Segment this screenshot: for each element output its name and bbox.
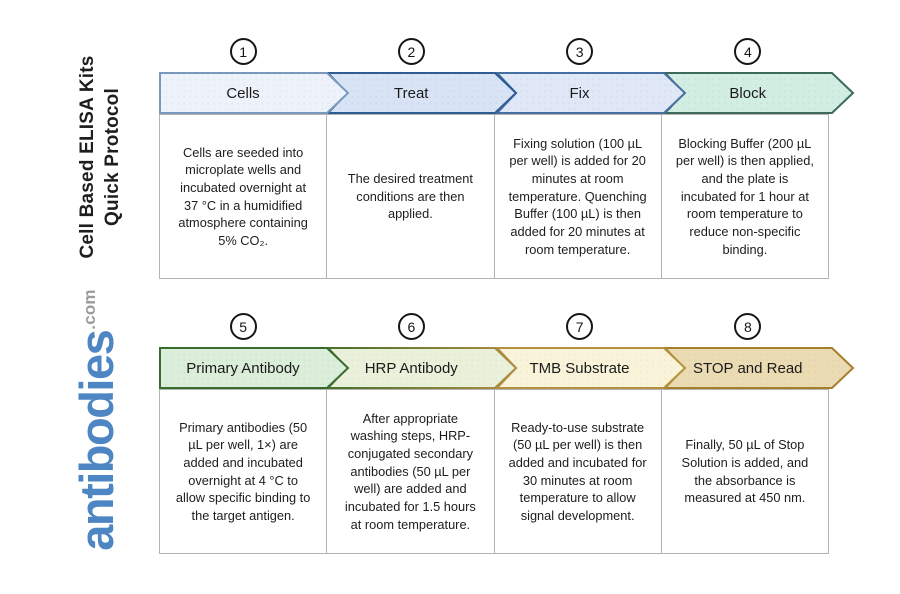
chevron-arrow-icon <box>159 72 350 114</box>
step-arrow-block: Block <box>662 72 855 114</box>
step-number-badge-4: 4 <box>734 38 762 65</box>
chevron-arrow-icon <box>494 347 686 389</box>
step-number-badge-3: 3 <box>566 38 594 65</box>
chevron-arrow-icon <box>662 72 855 114</box>
step-description: Ready-to-use substrate (50 µL per well) … <box>508 419 647 523</box>
chevron-arrow-icon <box>159 347 350 389</box>
antibodies-logo: antibodies .com <box>69 289 123 551</box>
step-description: Blocking Buffer (200 µL per well) is the… <box>675 135 814 257</box>
step-arrow-tmb-substrate: TMB Substrate <box>494 347 686 389</box>
step-number-row-2: 5 6 7 8 <box>159 313 832 340</box>
step-number-row-1: 1 2 3 4 <box>159 38 832 65</box>
step-number-badge-8: 8 <box>734 313 762 340</box>
step-description: The desired treatment conditions are the… <box>347 171 473 222</box>
step-description-box-3: Fixing solution (100 µL per well) is add… <box>493 114 662 279</box>
step-description-box-1: Cells are seeded into microplate wells a… <box>159 114 328 279</box>
chevron-arrow-icon <box>662 347 855 389</box>
page-title-line2: Quick Protocol <box>102 88 123 226</box>
arrow-row-2: Primary Antibody HRP Antibody <box>159 347 855 389</box>
step-arrow-fix: Fix <box>494 72 686 114</box>
step-number-badge-7: 7 <box>566 313 594 340</box>
step-description: Cells are seeded into microplate wells a… <box>178 144 308 248</box>
description-row-1: Cells are seeded into microplate wells a… <box>159 114 832 279</box>
step-description: Primary antibodies (50 µL per well, 1×) … <box>175 419 311 523</box>
step-description: Fixing solution (100 µL per well) is add… <box>508 135 647 257</box>
step-arrow-hrp-antibody: HRP Antibody <box>325 347 518 389</box>
chevron-arrow-icon <box>494 72 686 114</box>
step-description-box-2: The desired treatment conditions are the… <box>326 114 495 279</box>
step-description-box-5: Primary antibodies (50 µL per well, 1×) … <box>159 389 328 554</box>
logo-domain: .com <box>79 289 99 330</box>
step-description-box-7: Ready-to-use substrate (50 µL per well) … <box>493 389 662 554</box>
protocol-row-1: 1 2 3 4 Cells Treat <box>159 38 855 279</box>
step-arrow-stop-and-read: STOP and Read <box>662 347 855 389</box>
step-number-badge-1: 1 <box>229 38 257 65</box>
chevron-arrow-icon <box>325 347 518 389</box>
page-title-line1: Cell Based ELISA Kits <box>76 55 98 259</box>
step-number-badge-5: 5 <box>229 313 257 340</box>
description-row-2: Primary antibodies (50 µL per well, 1×) … <box>159 389 832 554</box>
step-description-box-4: Blocking Buffer (200 µL per well) is the… <box>660 114 829 279</box>
page-title: Cell Based ELISA Kits Quick Protocol <box>75 55 125 258</box>
step-number-badge-6: 6 <box>397 313 425 340</box>
step-description: Finally, 50 µL of Stop Solution is added… <box>681 437 809 506</box>
step-description-box-8: Finally, 50 µL of Stop Solution is added… <box>660 389 829 554</box>
step-description: After appropriate washing steps, HRP-con… <box>344 410 476 532</box>
step-description-box-6: After appropriate washing steps, HRP-con… <box>326 389 495 554</box>
chevron-arrow-icon <box>325 72 518 114</box>
protocol-row-2: 5 6 7 8 Primary Antibody <box>159 313 855 554</box>
logo-name: antibodies <box>69 330 123 551</box>
step-number-badge-2: 2 <box>397 38 425 65</box>
step-arrow-treat: Treat <box>325 72 518 114</box>
step-arrow-primary-antibody: Primary Antibody <box>159 347 350 389</box>
arrow-row-1: Cells Treat Fix Block <box>159 72 855 114</box>
step-arrow-cells: Cells <box>159 72 350 114</box>
